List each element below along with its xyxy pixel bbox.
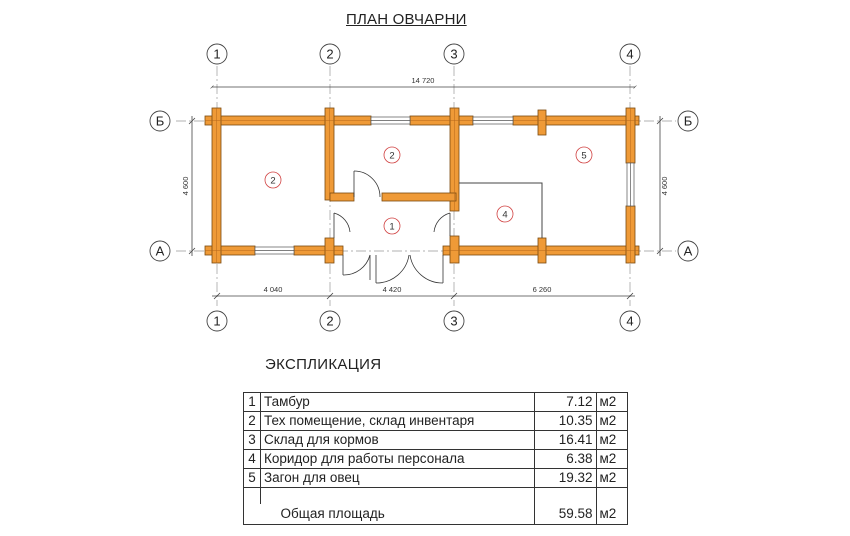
room-number: 3 [243,430,261,450]
windows [254,116,635,255]
total-label: Общая площадь [260,504,535,525]
room-markers [264,146,593,235]
room-area: 10.35 [533,411,597,431]
dim-bottom-3: 6 260 [533,285,552,294]
room-marker-2a: 2 [270,176,275,187]
spacer-cell [243,487,261,504]
room-area: 19.32 [533,468,597,488]
room-number: 2 [243,411,261,431]
axis-label-1-top: 1 [213,47,220,62]
axis-label-4-top: 4 [626,47,633,62]
room-number: 5 [243,468,261,488]
dim-right-height: 4 600 [660,177,669,196]
corridor-partition [459,182,543,238]
floor-plan: 14 720 4 040 4 420 6 260 4 600 4 600 [149,43,699,332]
room-area: 16.41 [533,430,597,450]
dim-overall: 14 720 [412,76,435,85]
room-name: Тех помещение, склад инвентаря [260,411,535,431]
room-area: 6.38 [533,449,597,469]
grid-axis-lines [176,66,676,306]
total-empty-cell [243,504,261,525]
room-marker-5: 5 [581,151,586,162]
room-marker-1: 1 [389,222,394,233]
doors [333,170,451,284]
table-total-row: Общая площадь 59.58 м2 [243,504,628,525]
axis-label-2-top: 2 [326,47,333,62]
area-unit: м2 [595,449,628,469]
table-spacer-row [243,487,628,504]
total-area: 59.58 [533,504,597,525]
axis-bubbles [149,43,699,332]
room-marker-4: 4 [502,210,507,221]
plan-title: ПЛАН ОВЧАРНИ [346,11,467,28]
room-name: Коридор для работы персонала [260,449,535,469]
room-number: 1 [243,392,261,412]
explication-table: 1 Тамбур 7.12 м2 2 Тех помещение, склад … [243,392,628,525]
total-unit: м2 [595,504,628,525]
dim-left-height: 4 600 [181,177,190,196]
spacer-cell [533,487,597,504]
spacer-cell [595,487,628,504]
room-name: Тамбур [260,392,535,412]
axis-label-3-top: 3 [450,47,457,62]
area-unit: м2 [595,430,628,450]
area-unit: м2 [595,411,628,431]
dimension-lines [188,85,664,300]
axis-label-3-bottom: 3 [450,314,457,329]
table-row: 1 Тамбур 7.12 м2 [243,392,628,412]
axis-label-2-bottom: 2 [326,314,333,329]
dim-bottom-2: 4 420 [383,285,402,294]
axis-label-b-left: Б [156,114,165,129]
axis-label-a-left: А [156,244,165,259]
spacer-cell [260,487,535,504]
dim-bottom-1: 4 040 [264,285,283,294]
room-name: Склад для кормов [260,430,535,450]
explication-title: ЭКСПЛИКАЦИЯ [265,356,382,373]
axis-label-4-bottom: 4 [626,314,633,329]
table-row: 2 Тех помещение, склад инвентаря 10.35 м… [243,411,628,431]
room-area: 7.12 [533,392,597,412]
room-marker-2b: 2 [389,151,394,162]
room-name: Загон для овец [260,468,535,488]
axis-label-1-bottom: 1 [213,314,220,329]
table-row: 5 Загон для овец 19.32 м2 [243,468,628,488]
log-texture [205,108,639,263]
axis-label-a-right: А [684,244,693,259]
room-number: 4 [243,449,261,469]
table-row: 4 Коридор для работы персонала 6.38 м2 [243,449,628,469]
axis-label-b-right: Б [684,114,693,129]
area-unit: м2 [595,468,628,488]
table-row: 3 Склад для кормов 16.41 м2 [243,430,628,450]
area-unit: м2 [595,392,628,412]
